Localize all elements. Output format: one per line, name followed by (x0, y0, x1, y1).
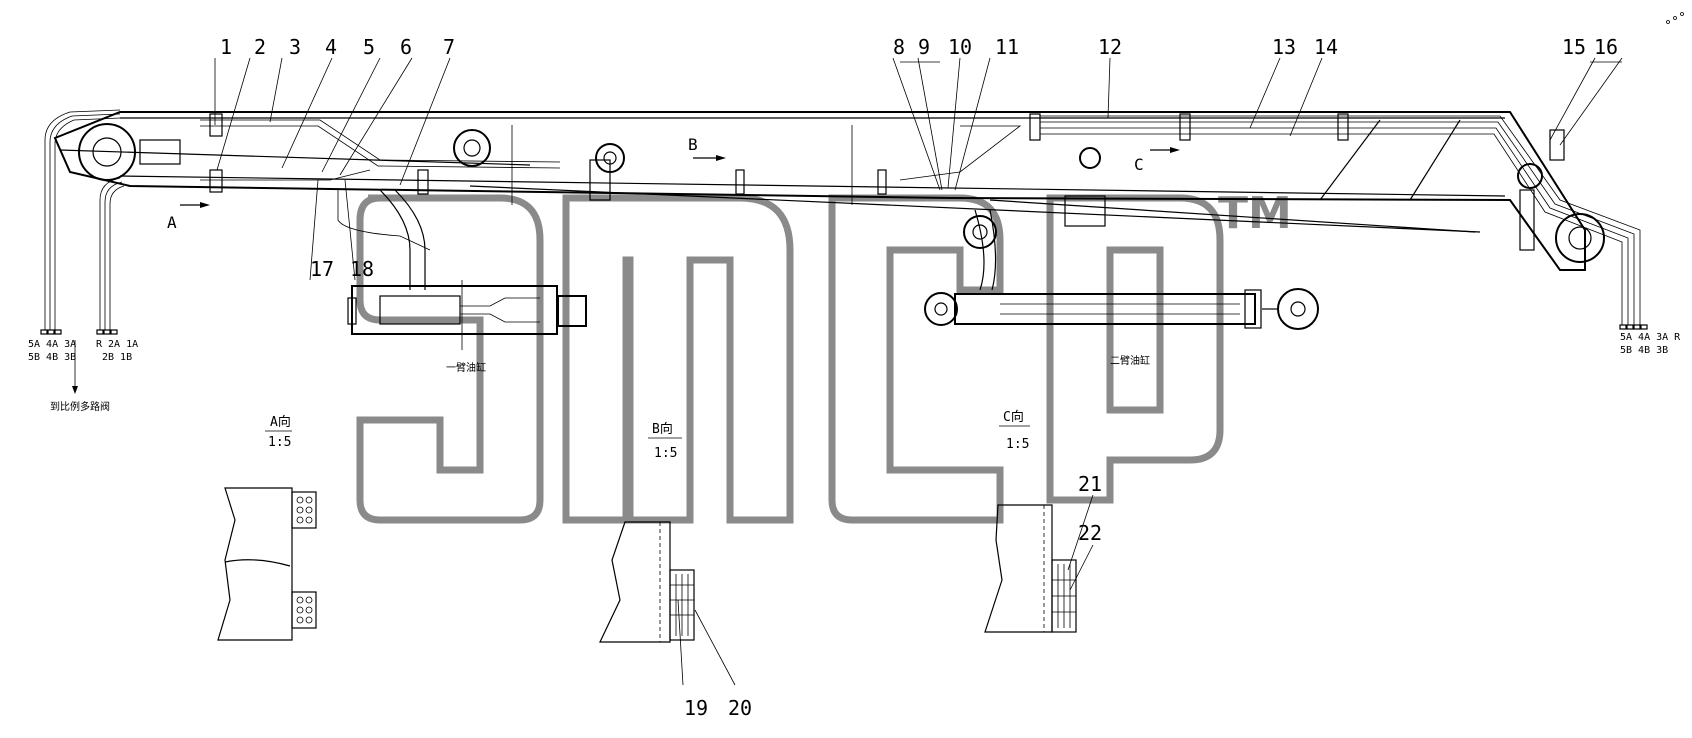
first-boom-cylinder (337, 188, 587, 350)
callout-leaders (214, 57, 1623, 686)
second-boom-cylinder (924, 209, 1319, 330)
callout-11: 11 (995, 35, 1019, 59)
port-labels: 5A 4A 3A 5B 4B 3B R 2A 1A 2B 1B 5A 4A 3A… (28, 332, 1681, 413)
view-c-scale: 1:5 (1006, 437, 1029, 452)
callout-5: 5 (363, 35, 375, 59)
callout-6: 6 (400, 35, 412, 59)
detail-view-b: B向 1:5 (599, 421, 695, 643)
callout-9: 9 (918, 35, 930, 59)
flow-arrow-a-label: A (167, 213, 177, 232)
view-a-scale: 1:5 (268, 435, 291, 450)
callout-19: 19 (684, 696, 708, 720)
callout-14: 14 (1314, 35, 1338, 59)
hose-bundles (40, 109, 1648, 394)
callout-17: 17 (310, 257, 334, 281)
callout-21: 21 (1078, 472, 1102, 496)
first-cylinder-label: 一臂油缸 (446, 361, 486, 374)
view-c-title: C向 (1003, 409, 1024, 425)
callout-2: 2 (254, 35, 266, 59)
flow-arrow-c-label: C (1134, 155, 1144, 174)
callout-13: 13 (1272, 35, 1296, 59)
callout-10: 10 (948, 35, 972, 59)
callout-numbers: 1 2 3 4 5 6 7 8 9 10 11 12 13 14 15 16 1… (220, 35, 1618, 720)
callout-1: 1 (220, 35, 232, 59)
port-label-right-bottom: 5B 4B 3B (1620, 345, 1668, 356)
flow-arrows: A B C (167, 135, 1180, 232)
note-to-valve: 到比例多路阀 (50, 400, 110, 413)
callout-7: 7 (443, 35, 455, 59)
callout-4: 4 (325, 35, 337, 59)
callout-12: 12 (1098, 35, 1122, 59)
port-label-left-b-top: R 2A 1A (96, 339, 138, 350)
view-a-title: A向 (270, 414, 291, 430)
callout-22: 22 (1078, 521, 1102, 545)
port-label-left-a-top: 5A 4A 3A (28, 339, 76, 350)
port-label-right-top: 5A 4A 3A R (1620, 332, 1681, 343)
watermark-logo: TM (356, 188, 1292, 524)
callout-18: 18 (350, 257, 374, 281)
view-b-scale: 1:5 (654, 446, 677, 461)
corner-marks (1666, 12, 1684, 24)
port-label-left-b-bottom: 2B 1B (102, 352, 132, 363)
second-cylinder-label: 二臂油缸 (1110, 354, 1150, 367)
detail-view-c: C向 1:5 (984, 409, 1077, 633)
callout-16: 16 (1594, 35, 1618, 59)
watermark-trademark: TM (1218, 188, 1292, 239)
view-b-title: B向 (652, 421, 673, 437)
callout-8: 8 (893, 35, 905, 59)
callout-20: 20 (728, 696, 752, 720)
callout-3: 3 (289, 35, 301, 59)
detail-view-a: A向 1:5 (217, 414, 317, 641)
flow-arrow-b-label: B (688, 135, 698, 154)
port-label-left-a-bottom: 5B 4B 3B (28, 352, 76, 363)
callout-15: 15 (1562, 35, 1586, 59)
